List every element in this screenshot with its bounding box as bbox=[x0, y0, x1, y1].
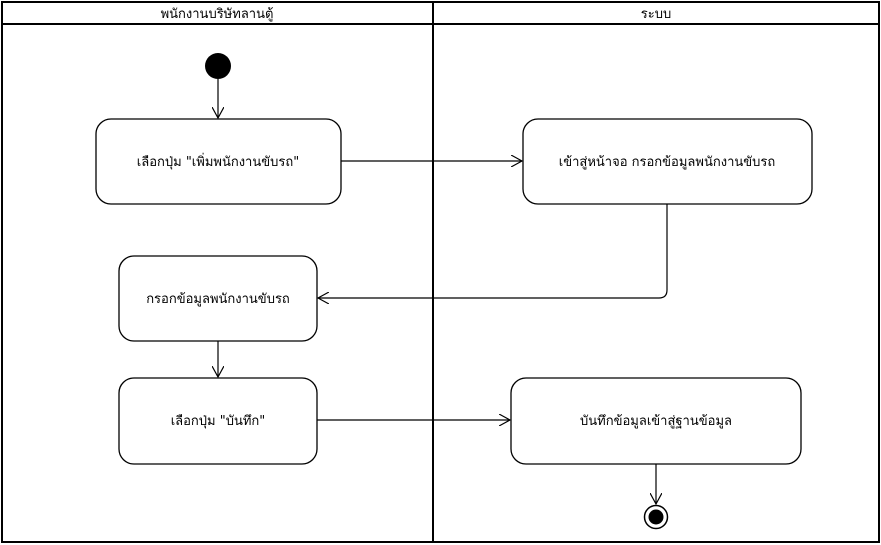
action-label: เลือกปุ่ม "เพิ่มพนักงานขับรถ" bbox=[137, 153, 299, 170]
action-label: เข้าสู่หน้าจอ กรอกข้อมูลพนักงานขับรถ bbox=[559, 155, 776, 170]
lane-header-employee: พนักงานบริษัทลานตู้ bbox=[161, 7, 274, 22]
initial-node bbox=[205, 53, 231, 79]
action-label: กรอกข้อมูลพนักงานขับรถ bbox=[146, 292, 290, 307]
flow-a2-to-a3 bbox=[318, 204, 668, 298]
action-fill-driver-info: กรอกข้อมูลพนักงานขับรถ bbox=[118, 255, 318, 342]
action-select-add-driver: เลือกปุ่ม "เพิ่มพนักงานขับรถ" bbox=[95, 118, 342, 205]
final-node bbox=[643, 504, 669, 530]
action-enter-driver-form-screen: เข้าสู่หน้าจอ กรอกข้อมูลพนักงานขับรถ bbox=[522, 118, 813, 205]
action-select-save: เลือกปุ่ม "บันทึก" bbox=[118, 377, 318, 465]
action-save-to-database: บันทึกข้อมูลเข้าสู่ฐานข้อมูล bbox=[510, 377, 802, 465]
action-label: เลือกปุ่ม "บันทึก" bbox=[171, 413, 266, 429]
action-label: บันทึกข้อมูลเข้าสู่ฐานข้อมูล bbox=[580, 414, 732, 429]
lane-header-system: ระบบ bbox=[641, 7, 671, 22]
